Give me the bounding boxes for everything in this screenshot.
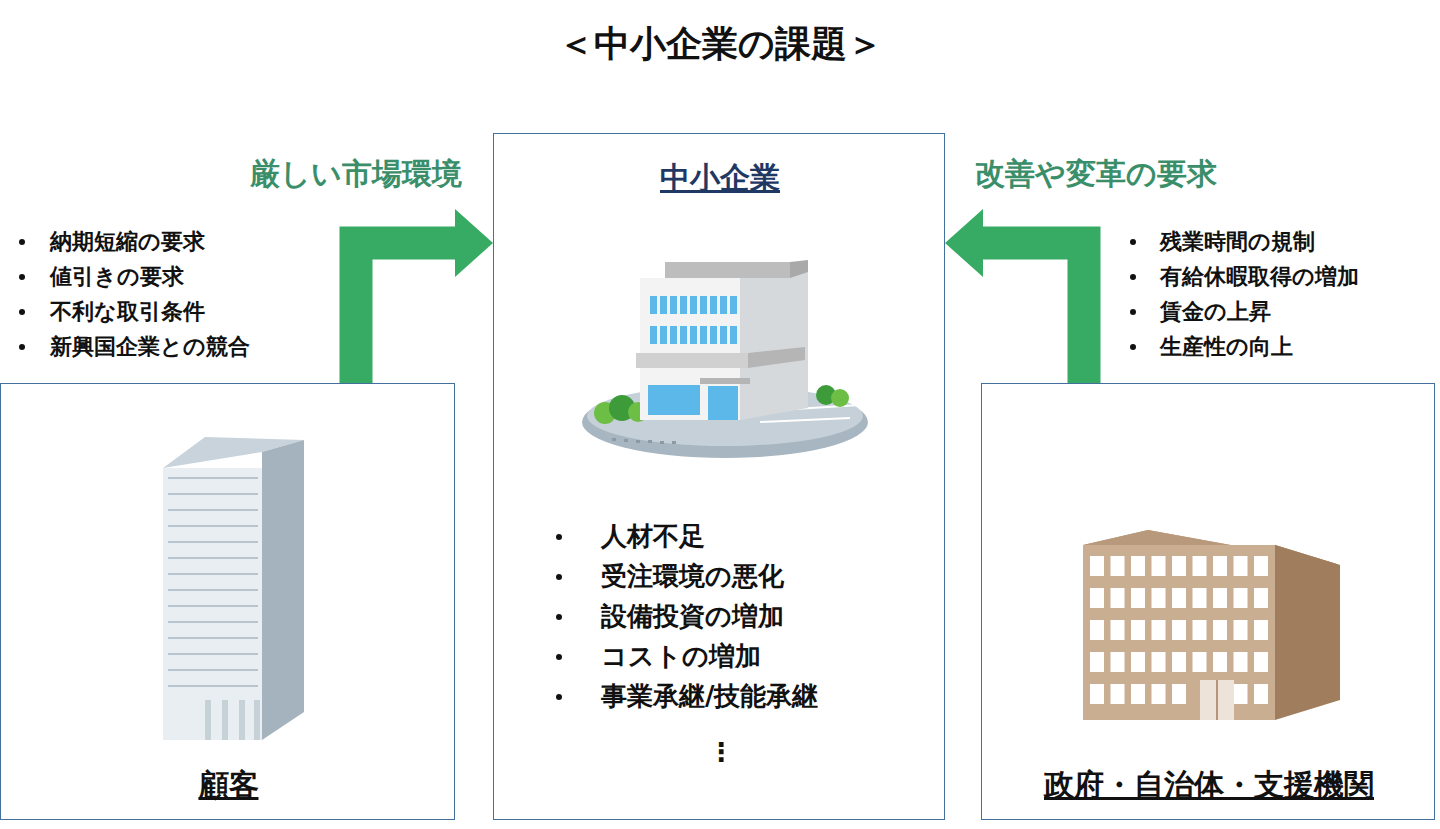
bullet-dot [1130,274,1136,280]
stakeholder-box: 政府・自治体・支援機関 [981,383,1435,820]
diagram-title: ＜中小企業の課題＞ [558,22,883,65]
bullet-dot [19,274,25,280]
requirement-item: 不利な取引条件 [50,299,205,325]
arrow-shaft [982,243,1084,383]
issue-item: コストの増加 [601,641,761,672]
issue-item: 人材不足 [601,521,705,552]
customer-building-icon [163,437,304,740]
arrow-label: 厳しい市場環境 [250,156,462,192]
bullet-dot [556,654,562,660]
bullet-dot [556,614,562,620]
flow-arrow [945,209,1084,383]
company-heading: 中小企業 [660,160,780,196]
issue-item: 設備投資の増加 [601,601,784,632]
company-box: 中小企業人材不足受注環境の悪化設備投資の増加コストの増加事業承継/技能承継 ⋮ [493,133,945,820]
bullet-dot [1130,309,1136,315]
stakeholder-box: 顧客 [0,383,455,820]
requirement-item: 生産性の向上 [1160,334,1293,360]
bullet-dot [1130,344,1136,350]
arrow-head [945,209,983,277]
bullet-dot [19,239,25,245]
issue-item: 受注環境の悪化 [601,561,784,592]
ellipsis-mark: ⋮ [708,737,734,768]
arrow-label: 改善や変革の要求 [975,156,1217,192]
arrow-shaft [356,243,456,383]
bullet-dot [19,309,25,315]
flow-arrow [356,209,493,383]
bullet-dot [556,694,562,700]
requirement-item: 有給休暇取得の増加 [1160,264,1359,290]
bullet-dot [556,534,562,540]
requirement-item: 値引きの要求 [50,264,184,290]
bullet-dot [1130,239,1136,245]
bullet-dot [556,574,562,580]
requirement-item: 賃金の上昇 [1160,299,1271,325]
arrow-head [455,209,493,277]
government-name: 政府・自治体・支援機関 [1044,767,1374,803]
requirement-item: 納期短縮の要求 [50,229,205,255]
office-building-icon [582,260,868,458]
issue-item: 事業承継/技能承継 [601,681,819,712]
requirement-item: 新興国企業との競合 [50,334,250,360]
government-building-icon [1083,530,1340,720]
bullet-dot [19,344,25,350]
customer-name: 顧客 [199,767,259,803]
requirement-item: 残業時間の規制 [1160,229,1315,255]
